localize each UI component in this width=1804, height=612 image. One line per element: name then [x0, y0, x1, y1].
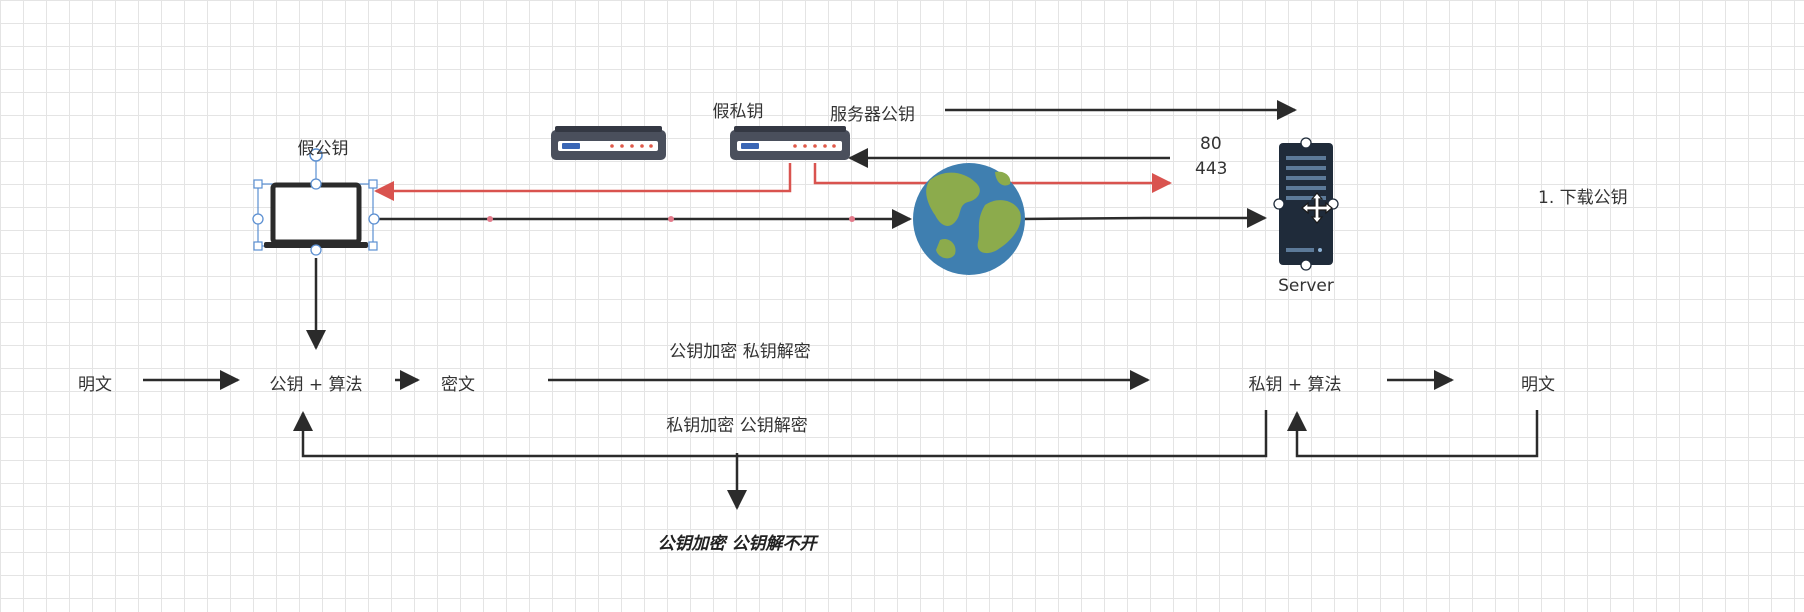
plaintext-left-label: 明文	[78, 375, 112, 395]
server-public-key-label: 服务器公钥	[830, 105, 915, 125]
pub-encrypt-pub-fail-label: 公钥加密 公钥解不开	[657, 534, 817, 554]
step-download-label: 1. 下载公钥	[1538, 188, 1628, 208]
fake-public-key-label: 假公钥	[297, 139, 349, 159]
globe-icon[interactable]	[913, 163, 1025, 275]
laptop-icon[interactable]	[252, 148, 380, 256]
fake-key-to-laptop-arrow[interactable]	[374, 163, 792, 201]
port-80-label: 80	[1200, 134, 1222, 154]
server-label: Server	[1278, 276, 1334, 296]
fake-private-key-label: 假私钥	[712, 102, 764, 122]
router-icon[interactable]	[551, 126, 666, 160]
plaintext-to-private-loop-arrow[interactable]	[1287, 410, 1539, 458]
public-key-algo-label: 公钥 + 算法	[269, 375, 363, 395]
priv-encrypt-pub-decrypt-label: 私钥加密 公钥解密	[666, 416, 808, 436]
ciphertext-label: 密文	[441, 375, 475, 395]
move-cursor-icon	[1301, 192, 1333, 224]
connectors	[143, 100, 1539, 510]
fake-router-icon[interactable]	[730, 126, 850, 160]
internet-to-server-arrow[interactable]	[1019, 208, 1267, 228]
private-key-algo-label: 私钥 + 算法	[1248, 375, 1342, 395]
fake-key-to-server-arrow[interactable]	[813, 163, 1172, 193]
private-to-public-loop-arrow[interactable]	[293, 410, 1268, 458]
port-443-label: 443	[1195, 159, 1228, 179]
pub-encrypt-priv-decrypt-label: 公钥加密 私钥解密	[669, 342, 811, 362]
plaintext-right-label: 明文	[1521, 375, 1555, 395]
